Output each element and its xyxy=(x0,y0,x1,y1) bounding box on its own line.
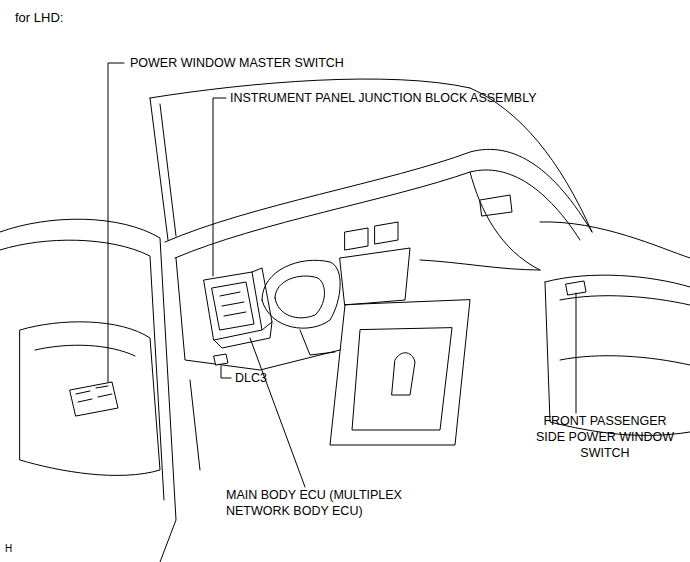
figure-title: for LHD: xyxy=(15,10,63,26)
part-label: POWER WINDOW MASTER SWITCH xyxy=(130,55,344,71)
part-label: FRONT PASSENGER SIDE POWER WINDOW SWITCH xyxy=(532,413,678,461)
part-label: DLC3 xyxy=(235,370,267,386)
part-label: MAIN BODY ECU (MULTIPLEX NETWORK BODY EC… xyxy=(226,487,416,519)
part-label: INSTRUMENT PANEL JUNCTION BLOCK ASSEMBLY xyxy=(230,90,537,106)
figure-code: H xyxy=(5,541,12,557)
